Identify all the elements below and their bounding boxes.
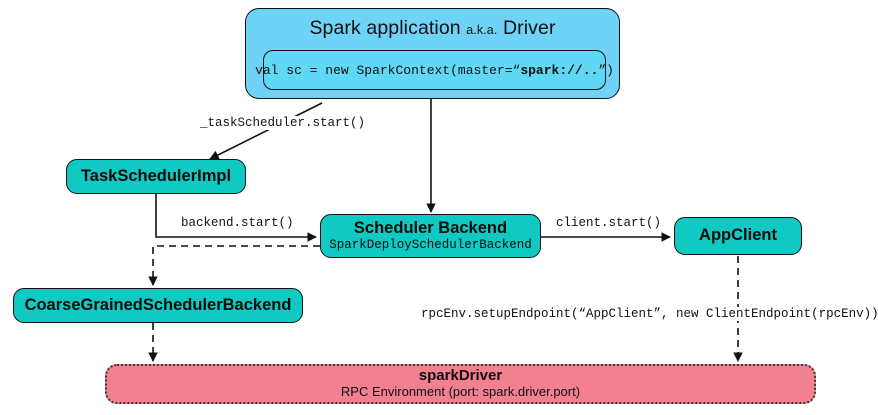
driver-title-main: Spark application [309, 17, 467, 39]
node-task-scheduler-impl-title: TaskSchedulerImpl [80, 166, 232, 185]
edge-taskscheduler-start [209, 102, 323, 160]
edge-label-task-scheduler-start: _taskScheduler.start() [197, 116, 369, 130]
driver-title-tail: Driver [497, 17, 556, 39]
node-scheduler-backend[interactable]: Scheduler Backend SparkDeploySchedulerBa… [320, 214, 541, 258]
edge-scheduler-backend-to-coarse-grained [148, 245, 320, 286]
node-spark-application-driver[interactable]: Spark application a.k.a. Driver val sc =… [245, 8, 620, 99]
node-app-client-title: AppClient [699, 226, 777, 245]
node-scheduler-backend-subtitle: SparkDeploySchedulerBackend [329, 237, 532, 252]
driver-title: Spark application a.k.a. Driver [309, 17, 555, 40]
driver-code-text: val sc = new SparkContext(master=“spark:… [255, 63, 614, 78]
driver-title-aka: a.k.a. [466, 23, 498, 37]
node-spark-driver-subtitle: RPC Environment (port: spark.driver.port… [340, 384, 581, 400]
node-coarse-grained-scheduler-backend[interactable]: CoarseGrainedSchedulerBackend [13, 288, 303, 323]
node-scheduler-backend-title: Scheduler Backend [353, 218, 508, 237]
code-prefix: val sc = new SparkContext(master=“ [255, 62, 521, 78]
driver-code-box[interactable]: val sc = new SparkContext(master=“spark:… [255, 50, 614, 90]
edge-label-rpc-setup-endpoint: rpcEnv.setupEndpoint(“AppClient”, new Cl… [418, 307, 878, 321]
code-highlight: spark://.. [520, 62, 599, 78]
node-spark-driver-title: sparkDriver [418, 366, 503, 384]
node-app-client[interactable]: AppClient [674, 217, 802, 255]
node-coarse-grained-scheduler-backend-title: CoarseGrainedSchedulerBackend [24, 295, 292, 314]
edge-label-client-start: client.start() [553, 216, 665, 230]
code-suffix: ”) [598, 62, 614, 78]
node-spark-driver-rpc-env[interactable]: sparkDriver RPC Environment (port: spark… [105, 364, 816, 404]
node-task-scheduler-impl[interactable]: TaskSchedulerImpl [66, 159, 246, 194]
edge-label-backend-start: backend.start() [178, 216, 297, 230]
